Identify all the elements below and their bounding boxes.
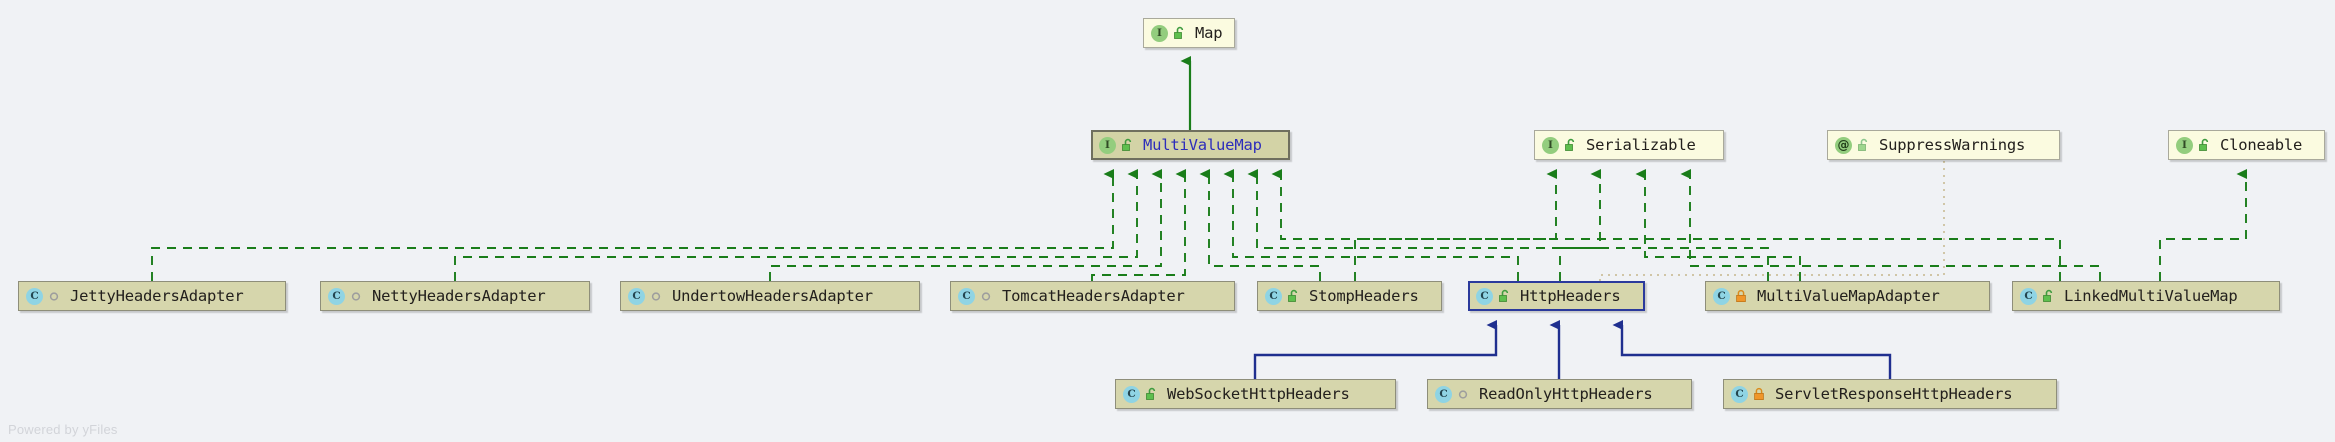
node-label: Serializable bbox=[1586, 136, 1696, 154]
node-websockethttpheaders[interactable]: C WebSocketHttpHeaders bbox=[1115, 379, 1396, 409]
interface-badge-icon: I bbox=[2176, 136, 2193, 154]
class-badge-icon: C bbox=[1265, 287, 1282, 305]
class-badge-icon: C bbox=[26, 287, 43, 305]
unlocked-green-icon bbox=[1121, 138, 1134, 153]
node-jettyheadersadapter[interactable]: C JettyHeadersAdapter bbox=[18, 281, 286, 311]
interface-badge-icon: I bbox=[1099, 136, 1116, 154]
node-serializable[interactable]: I Serializable bbox=[1534, 130, 1724, 160]
node-suppresswarnings[interactable]: @ SuppressWarnings bbox=[1827, 130, 2060, 160]
unlocked-green-icon bbox=[1564, 138, 1577, 153]
edge-group-extends-httpheaders bbox=[1253, 320, 1892, 379]
node-label: ServletResponseHttpHeaders bbox=[1775, 385, 2013, 403]
class-badge-icon: C bbox=[1476, 287, 1493, 305]
annotation-badge-icon: @ bbox=[1835, 136, 1852, 154]
edge-group-annotation-suppresswarnings bbox=[1599, 161, 1945, 281]
locked-orange-icon bbox=[1753, 387, 1766, 402]
unlocked-green-icon bbox=[2198, 138, 2211, 153]
interface-badge-icon: I bbox=[1151, 24, 1168, 42]
unlocked-green-icon bbox=[1498, 289, 1511, 304]
node-cloneable[interactable]: I Cloneable bbox=[2168, 130, 2325, 160]
node-stompheaders[interactable]: C StompHeaders bbox=[1257, 281, 1442, 311]
node-label: UndertowHeadersAdapter bbox=[672, 287, 873, 305]
package-visibility-icon bbox=[980, 289, 993, 304]
interface-badge-icon: I bbox=[1542, 136, 1559, 154]
powered-by-watermark: Powered by yFiles bbox=[8, 422, 118, 437]
class-badge-icon: C bbox=[328, 287, 345, 305]
node-httpheaders[interactable]: C HttpHeaders bbox=[1468, 281, 1645, 311]
edge-group-implements-serializable bbox=[1354, 169, 2101, 281]
class-badge-icon: C bbox=[1713, 287, 1730, 305]
node-readonlyhttpheaders[interactable]: C ReadOnlyHttpHeaders bbox=[1427, 379, 1692, 409]
node-label: MultiValueMapAdapter bbox=[1757, 287, 1940, 305]
class-badge-icon: C bbox=[628, 287, 645, 305]
node-label: WebSocketHttpHeaders bbox=[1167, 385, 1350, 403]
node-linkedmultivaluemap[interactable]: C LinkedMultiValueMap bbox=[2012, 281, 2280, 311]
node-label: StompHeaders bbox=[1309, 287, 1419, 305]
unlocked-green-icon bbox=[1857, 138, 1870, 153]
unlocked-green-icon bbox=[1173, 26, 1186, 41]
node-label: Cloneable bbox=[2220, 136, 2303, 154]
node-undertowheadersadapter[interactable]: C UndertowHeadersAdapter bbox=[620, 281, 920, 311]
node-label: LinkedMultiValueMap bbox=[2064, 287, 2238, 305]
node-map[interactable]: I Map bbox=[1143, 18, 1235, 48]
class-badge-icon: C bbox=[2020, 287, 2037, 305]
node-label: NettyHeadersAdapter bbox=[372, 287, 546, 305]
package-visibility-icon bbox=[350, 289, 363, 304]
node-label: JettyHeadersAdapter bbox=[70, 287, 244, 305]
node-nettyheadersadapter[interactable]: C NettyHeadersAdapter bbox=[320, 281, 590, 311]
package-visibility-icon bbox=[1457, 387, 1470, 402]
package-visibility-icon bbox=[650, 289, 663, 304]
node-label: ReadOnlyHttpHeaders bbox=[1479, 385, 1653, 403]
node-label: MultiValueMap bbox=[1143, 136, 1262, 154]
unlocked-green-icon bbox=[1287, 289, 1300, 304]
edge-group-implements-multivaluemap bbox=[151, 169, 2061, 281]
node-label: HttpHeaders bbox=[1520, 287, 1621, 305]
edge-group-implements-cloneable bbox=[2159, 169, 2247, 281]
node-multivaluemapadapter[interactable]: C MultiValueMapAdapter bbox=[1705, 281, 1990, 311]
class-badge-icon: C bbox=[1731, 385, 1748, 403]
class-badge-icon: C bbox=[1123, 385, 1140, 403]
node-tomcatheadersadapter[interactable]: C TomcatHeadersAdapter bbox=[950, 281, 1235, 311]
node-label: SuppressWarnings bbox=[1879, 136, 2026, 154]
unlocked-green-icon bbox=[1145, 387, 1158, 402]
unlocked-green-icon bbox=[2042, 289, 2055, 304]
package-visibility-icon bbox=[48, 289, 61, 304]
node-label: Map bbox=[1195, 24, 1223, 42]
locked-orange-icon bbox=[1735, 289, 1748, 304]
class-badge-icon: C bbox=[958, 287, 975, 305]
node-label: TomcatHeadersAdapter bbox=[1002, 287, 1185, 305]
class-badge-icon: C bbox=[1435, 385, 1452, 403]
node-multivaluemap[interactable]: I MultiValueMap bbox=[1091, 130, 1290, 160]
node-servletresponsehttpheaders[interactable]: C ServletResponseHttpHeaders bbox=[1723, 379, 2057, 409]
